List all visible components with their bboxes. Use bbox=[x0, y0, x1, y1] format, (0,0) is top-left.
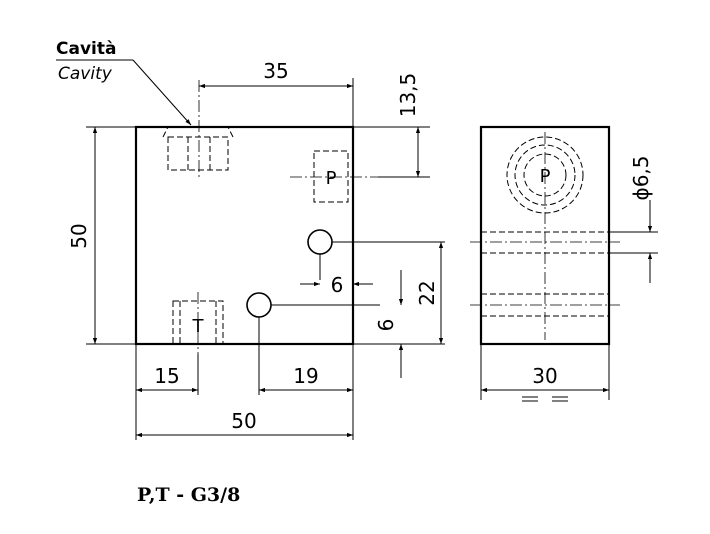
top-cavity-chamfer-left bbox=[162, 126, 169, 138]
dimension-diameter: ϕ6,5 bbox=[609, 156, 658, 283]
front-view-outline bbox=[134, 125, 355, 346]
dimension-22: 22 bbox=[353, 242, 445, 345]
dimension-15-value: 15 bbox=[154, 364, 179, 388]
dimension-30: 30 bbox=[480, 344, 610, 402]
front-view: P T bbox=[134, 80, 445, 395]
dimension-22-value: 22 bbox=[415, 280, 439, 305]
dimension-diameter-value: ϕ6,5 bbox=[629, 156, 653, 201]
side-view-outline bbox=[479, 125, 611, 346]
cavity-callout: Cavità Cavity bbox=[56, 39, 192, 126]
dimension-19-value: 19 bbox=[293, 364, 318, 388]
dimension-bottom-group: 15 19 50 bbox=[135, 344, 354, 440]
top-cavity-chamfer-right bbox=[227, 126, 234, 138]
front-hole-lower bbox=[246, 292, 272, 318]
dimension-13-5: 13,5 bbox=[353, 73, 430, 178]
front-port-p-label: P bbox=[326, 168, 337, 189]
cavity-label-italian: Cavità bbox=[56, 39, 116, 59]
dimension-35-value: 35 bbox=[263, 59, 288, 83]
front-port-t: T bbox=[172, 292, 224, 354]
dimension-30-value: 30 bbox=[532, 364, 557, 388]
front-hole-upper bbox=[307, 229, 333, 255]
front-port-t-label: T bbox=[192, 316, 205, 337]
top-cavity bbox=[162, 80, 234, 180]
dimension-35: 35 bbox=[199, 59, 354, 127]
dimension-6-vertical-value: 6 bbox=[374, 319, 398, 332]
dimension-13-5-value: 13,5 bbox=[396, 73, 420, 118]
top-cavity-hidden-outline bbox=[167, 136, 229, 171]
side-port-p-middle-circle bbox=[514, 144, 576, 206]
side-view: P bbox=[470, 125, 620, 346]
dimension-50-left: 50 bbox=[67, 126, 136, 345]
dimension-50-bottom-value: 50 bbox=[231, 409, 256, 433]
dimension-6-horizontal-value: 6 bbox=[331, 273, 344, 297]
thread-note: P,T - G3/8 bbox=[137, 484, 240, 506]
dimension-6-vertical: 6 bbox=[374, 270, 404, 378]
cavity-leader-line bbox=[132, 59, 192, 126]
front-port-p: P bbox=[290, 150, 378, 203]
front-port-p-hidden-outline bbox=[313, 150, 349, 203]
cavity-label-english: Cavity bbox=[58, 64, 113, 84]
dimension-50-left-value: 50 bbox=[67, 223, 91, 248]
dimension-6-horizontal: 6 bbox=[300, 260, 373, 297]
